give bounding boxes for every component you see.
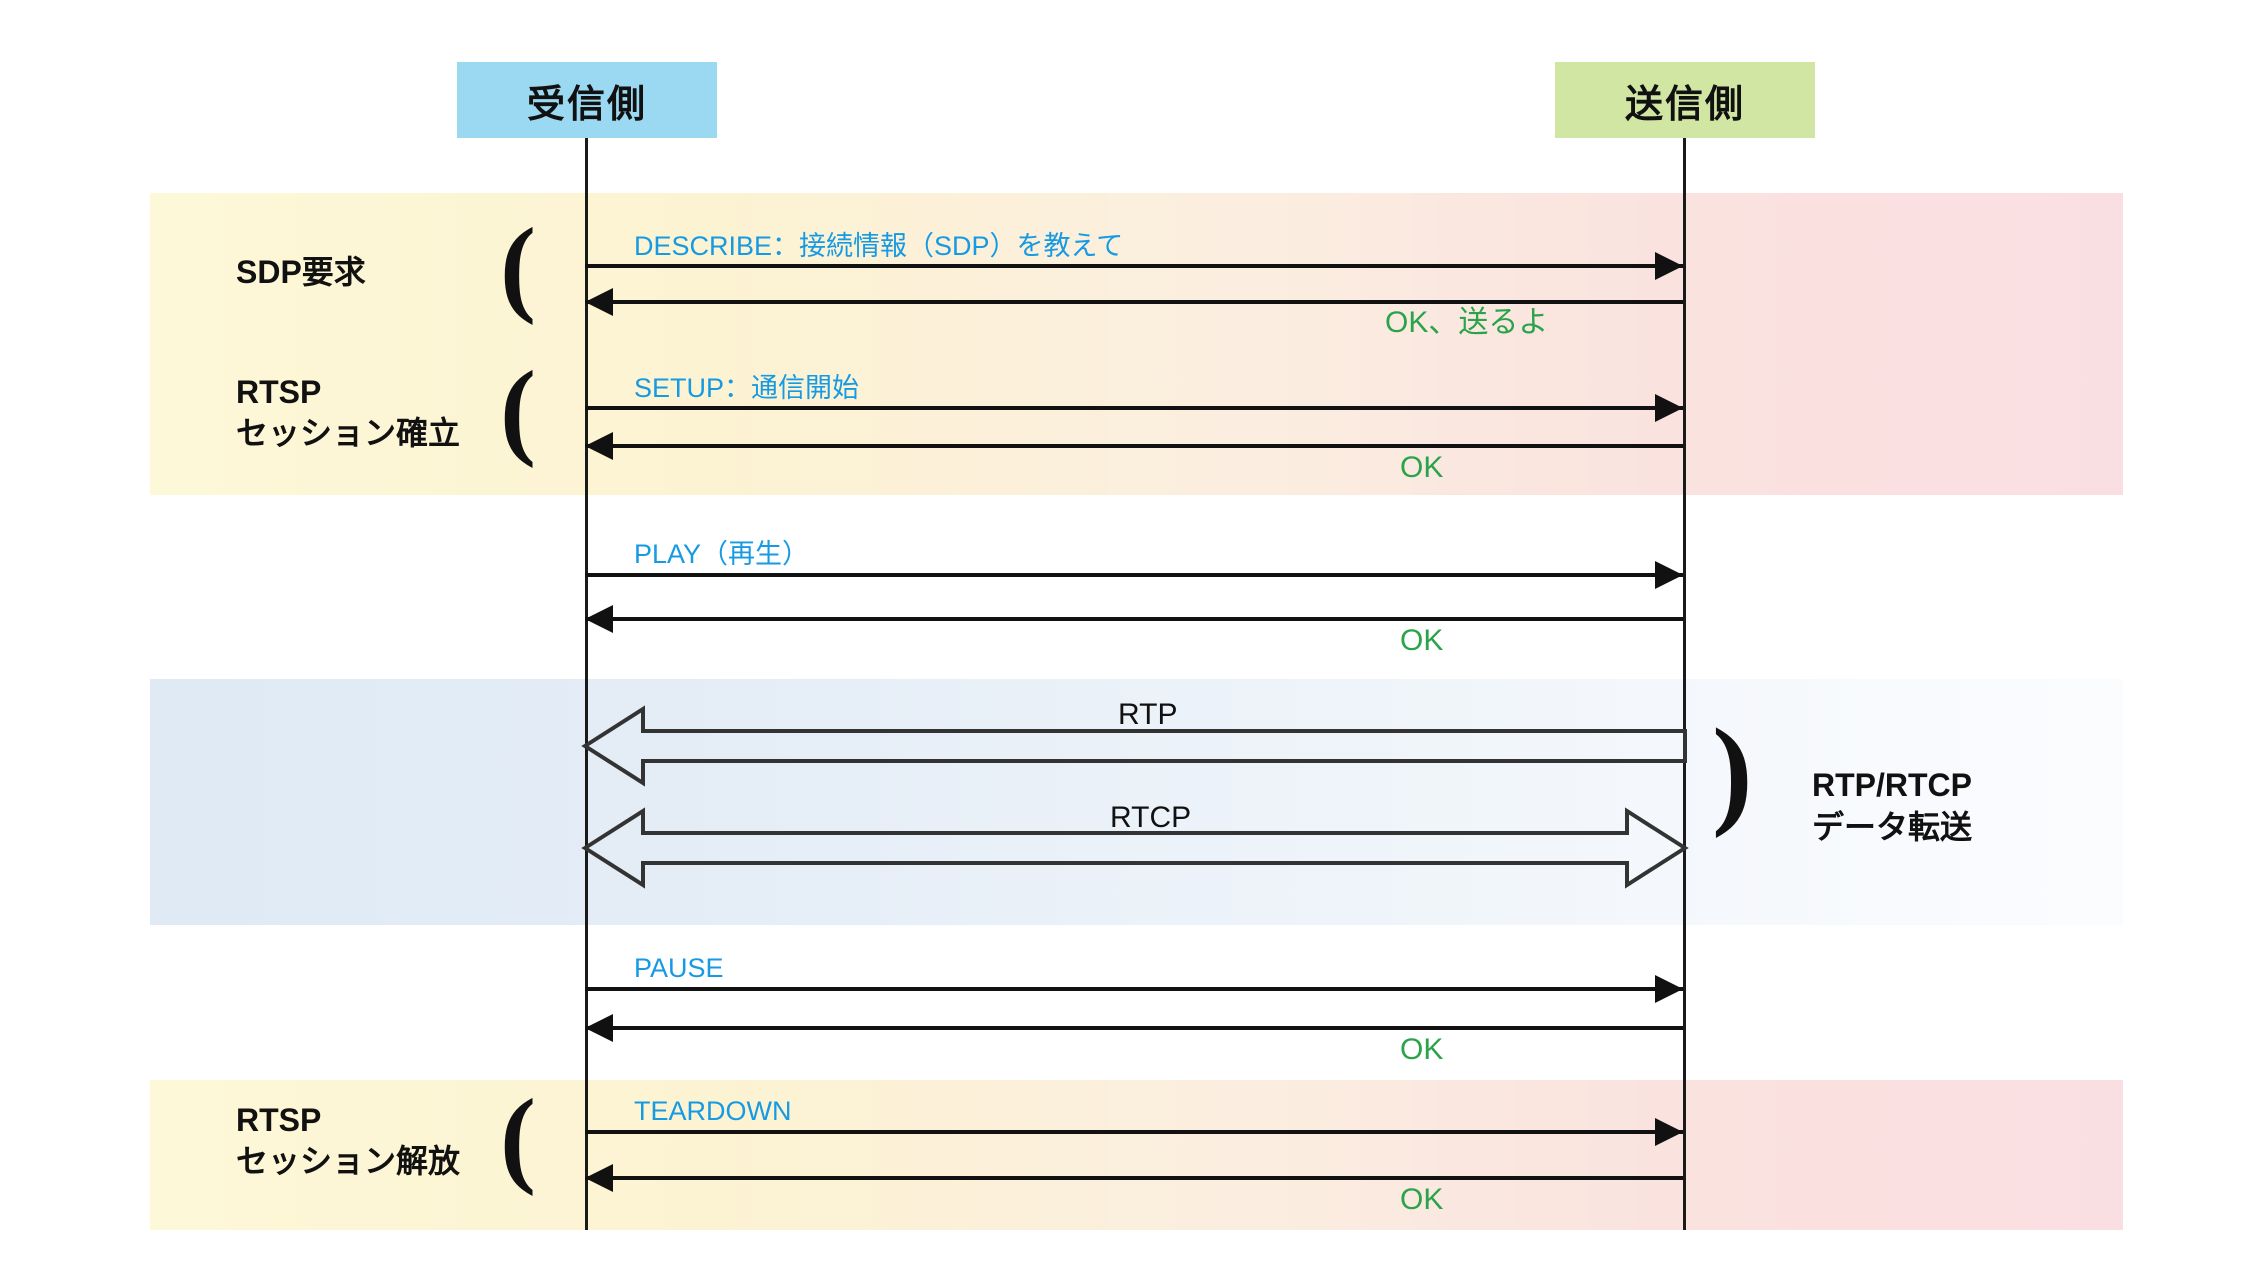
lifeline-sender — [1683, 138, 1686, 1230]
group-brace-data-transfer: ) — [1712, 704, 1753, 839]
phase-band-rtsp-teardown — [150, 1080, 2123, 1230]
message-line-teardown-ok — [585, 1176, 1683, 1180]
message-line-pause-ok — [585, 1026, 1683, 1030]
message-line-play — [585, 573, 1683, 577]
message-line-setup-ok — [585, 444, 1683, 448]
actor-box-sender: 送信側 — [1555, 62, 1815, 138]
phase-label-sdp-request: SDP要求 — [236, 254, 366, 290]
message-line-describe — [585, 264, 1683, 268]
group-caption-data-transfer: RTP/RTCP データ転送 — [1812, 767, 1973, 845]
message-label-teardown-ok: OK — [1400, 1183, 1444, 1216]
message-arrowhead-play-ok — [585, 605, 613, 633]
message-arrowhead-pause-ok — [585, 1014, 613, 1042]
message-blockarrow-rtcp — [581, 807, 1689, 889]
phase-label-rtsp-session-teardown: RTSP セッション解放 — [236, 1102, 461, 1179]
message-label-rtcp: RTCP — [1110, 801, 1192, 834]
message-label-play-ok: OK — [1400, 624, 1444, 657]
message-arrowhead-teardown — [1655, 1118, 1683, 1146]
message-label-rtp: RTP — [1118, 698, 1178, 731]
lifeline-receiver — [585, 138, 588, 1230]
phase-band-data-transfer — [150, 679, 2123, 925]
message-arrowhead-setup — [1655, 394, 1683, 422]
message-label-pause: PAUSE — [634, 953, 724, 983]
message-line-describe-ok — [585, 300, 1683, 304]
message-label-teardown: TEARDOWN — [634, 1096, 792, 1126]
actor-label-receiver: 受信側 — [526, 83, 647, 126]
phase-brace-rtsp-session-teardown: ( — [500, 1078, 536, 1197]
message-label-pause-ok: OK — [1400, 1033, 1444, 1066]
message-line-teardown — [585, 1130, 1683, 1134]
message-line-setup — [585, 406, 1683, 410]
message-label-setup: SETUP：通信開始 — [634, 373, 860, 403]
message-label-describe-ok: OK、送るよ — [1385, 306, 1549, 339]
actor-box-receiver: 受信側 — [457, 62, 717, 138]
message-arrowhead-describe — [1655, 252, 1683, 280]
phase-label-rtsp-session-setup: RTSP セッション確立 — [236, 374, 461, 451]
message-arrowhead-describe-ok — [585, 288, 613, 316]
phase-brace-rtsp-session-setup: ( — [500, 350, 536, 469]
message-label-setup-ok: OK — [1400, 451, 1444, 484]
phase-brace-sdp-request: ( — [500, 207, 536, 326]
message-arrowhead-setup-ok — [585, 432, 613, 460]
message-arrowhead-play — [1655, 561, 1683, 589]
message-arrowhead-teardown-ok — [585, 1164, 613, 1192]
message-line-pause — [585, 987, 1683, 991]
message-line-play-ok — [585, 617, 1683, 621]
message-arrowhead-pause — [1655, 975, 1683, 1003]
message-label-describe: DESCRIBE：接続情報（SDP）を教えて — [634, 231, 1124, 261]
actor-label-sender: 送信側 — [1624, 83, 1745, 126]
message-label-play: PLAY（再生） — [634, 539, 810, 569]
message-blockarrow-rtp — [581, 705, 1687, 787]
